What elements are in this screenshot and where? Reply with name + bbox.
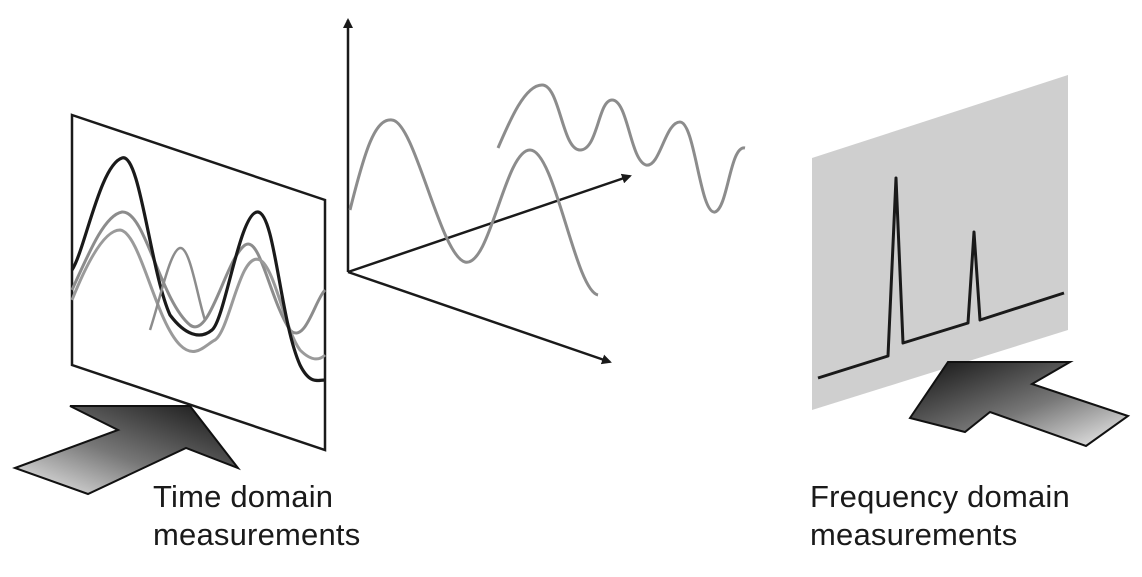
time-axis xyxy=(347,270,612,365)
time-domain-caption-line1: Time domain xyxy=(153,479,334,514)
frequency-panel-frame xyxy=(812,75,1068,410)
central-axes xyxy=(343,18,632,365)
frequency-domain-caption-line1: Frequency domain xyxy=(810,479,1070,514)
time-domain-caption-line2: measurements xyxy=(153,517,361,552)
low-frequency-sine xyxy=(348,118,599,297)
frequency-spectrum-trace xyxy=(817,176,1065,380)
time-panel-frame xyxy=(70,113,327,452)
frequency-view-arrow-icon xyxy=(908,361,1131,448)
time-domain-caption: Time domain measurements xyxy=(153,478,360,554)
time-wave-medium xyxy=(70,228,327,361)
frequency-axis xyxy=(347,173,632,274)
frequency-domain-caption: Frequency domain measurements xyxy=(810,478,1070,554)
frequency-domain-panel xyxy=(812,75,1068,410)
high-frequency-sine xyxy=(496,83,746,214)
time-wave-dark xyxy=(70,156,326,383)
time-domain-panel xyxy=(70,113,327,452)
central-sine-components xyxy=(348,83,746,297)
time-view-arrow-icon xyxy=(12,405,241,496)
frequency-domain-caption-line2: measurements xyxy=(810,517,1018,552)
time-wave-ripple xyxy=(148,246,207,331)
